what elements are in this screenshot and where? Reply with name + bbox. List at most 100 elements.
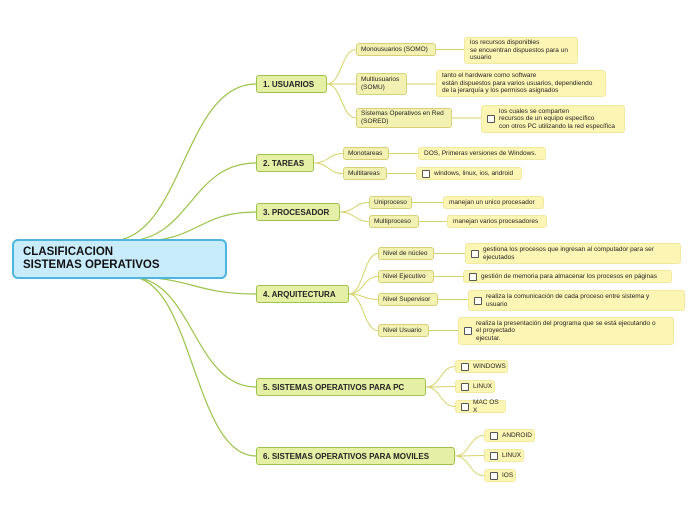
note-nivel-ejecutivo[interactable]: gestión de memoria para almacenar los pr… — [463, 270, 672, 283]
task-checkbox-icon[interactable] — [461, 402, 469, 411]
node-uniproceso[interactable]: Uniproceso — [369, 196, 412, 209]
task-checkbox-icon[interactable] — [461, 362, 469, 371]
node-multitareas[interactable]: Multitareas — [343, 167, 387, 180]
node-multiusuarios-somu[interactable]: Multiusuarios (SOMU) — [356, 73, 407, 95]
note-monotareas-label: DOS, Primeras versiones de Windows. — [424, 149, 537, 157]
child-link-2-2 — [313, 162, 344, 174]
branch-3-procesador[interactable]: 3. PROCESADOR — [256, 203, 340, 221]
node-nivel-usuario-label: Nivel Usuario — [383, 326, 422, 334]
node-linux[interactable]: LINUX — [484, 449, 524, 462]
note-sistemas-operativos-en-red-sored[interactable]: los cuales se comparten recursos de un e… — [481, 105, 625, 133]
note-nivel-usuario[interactable]: realiza la presentación del programa que… — [458, 317, 674, 345]
child-link-4-1 — [348, 253, 379, 295]
node-android[interactable]: ANDROID — [484, 429, 535, 442]
node-nivel-supervisor[interactable]: Nivel Supervisor — [378, 293, 438, 306]
branch-4-arquitectura[interactable]: 4. ARQUITECTURA — [256, 285, 349, 303]
note-monousuarios-somo[interactable]: los recursos disponibles se encuentran d… — [464, 37, 578, 64]
node-nivel-usuario[interactable]: Nivel Usuario — [378, 324, 429, 337]
node-nivel-ejecutivo[interactable]: Nivel Ejecutivo — [378, 270, 434, 283]
task-checkbox-icon[interactable] — [490, 451, 498, 460]
note-multiusuarios-somu[interactable]: tanto el hardware como software están di… — [436, 70, 606, 97]
note-nivel-usuario-label: realiza la presentación del programa que… — [476, 319, 656, 342]
task-checkbox-icon[interactable] — [469, 272, 477, 281]
node-ios[interactable]: IOS — [484, 469, 516, 482]
branch-link-3 — [140, 211, 257, 242]
node-multiusuarios-somu-label: Multiusuarios (SOMU) — [361, 76, 400, 91]
note-uniproceso-label: manejan un unico procesador — [449, 198, 535, 206]
task-checkbox-icon[interactable] — [464, 327, 472, 335]
node-windows[interactable]: WINDOWS — [455, 360, 508, 373]
branch-4-arquitectura-label: 4. ARQUITECTURA — [263, 289, 336, 299]
node-linux-label: LINUX — [473, 382, 493, 390]
node-nivel-de-nucleo-label: Nivel de núcleo — [383, 249, 428, 257]
branch-link-5 — [130, 276, 257, 388]
branch-link-6 — [130, 276, 257, 457]
node-monousuarios-somo[interactable]: Monousuarios (SOMO) — [356, 43, 436, 56]
node-nivel-supervisor-label: Nivel Supervisor — [383, 295, 431, 303]
child-link-5-2 — [425, 386, 456, 388]
node-multiproceso-label: Multiproceso — [374, 217, 411, 225]
note-nivel-de-nucleo-label: gestiona los procesos que ingresan al co… — [483, 246, 654, 261]
branch-link-4 — [130, 276, 257, 295]
node-monotareas-label: Monotareas — [348, 149, 383, 157]
node-monousuarios-somo-label: Monousuarios (SOMO) — [361, 45, 428, 53]
node-ios-label: IOS — [502, 471, 514, 479]
branch-6-sistemas-operativos-para-movil[interactable]: 6. SISTEMAS OPERATIVOS PARA MOVILES — [256, 447, 455, 465]
note-nivel-de-nucleo[interactable]: gestiona los procesos que ingresan al co… — [465, 243, 681, 264]
child-link-1-3 — [326, 83, 357, 119]
child-link-2-1 — [313, 153, 344, 164]
task-checkbox-icon[interactable] — [474, 296, 482, 305]
child-link-5-3 — [425, 386, 456, 407]
task-checkbox-icon[interactable] — [487, 115, 495, 123]
note-nivel-supervisor[interactable]: realiza la comunicación de cada proceso … — [468, 290, 685, 311]
node-uniproceso-label: Uniproceso — [374, 198, 407, 206]
root-topic[interactable]: CLASIFICACION SISTEMAS OPERATIVOS — [12, 239, 227, 279]
node-multiproceso[interactable]: Multiproceso — [369, 215, 419, 228]
node-sistemas-operativos-en-red-sored-label: Sistemas Operativos en Red (SORED) — [361, 110, 444, 125]
node-android-label: ANDROID — [502, 431, 532, 439]
node-linux[interactable]: LINUX — [455, 380, 495, 393]
branch-5-sistemas-operativos-para-pc[interactable]: 5. SISTEMAS OPERATIVOS PARA PC — [256, 378, 426, 396]
note-multitareas[interactable]: windows, linux, ios, android — [416, 167, 522, 180]
task-checkbox-icon[interactable] — [490, 431, 498, 440]
node-linux-label: LINUX — [502, 451, 522, 459]
node-mac-os-x-label: MAC OS X — [473, 399, 499, 414]
child-link-6-2 — [454, 455, 485, 457]
branch-2-tareas-label: 2. TAREAS — [263, 158, 305, 168]
node-mac-os-x[interactable]: MAC OS X — [455, 399, 506, 414]
note-multitareas-label: windows, linux, ios, android — [434, 169, 514, 177]
root-topic-label: CLASIFICACION SISTEMAS OPERATIVOS — [23, 246, 160, 271]
child-link-4-4 — [348, 293, 379, 331]
note-multiusuarios-somu-label: tanto el hardware como software están di… — [442, 72, 593, 95]
task-checkbox-icon[interactable] — [471, 249, 479, 258]
node-windows-label: WINDOWS — [473, 362, 506, 370]
child-link-5-1 — [425, 366, 456, 388]
child-link-6-1 — [454, 435, 485, 457]
task-checkbox-icon[interactable] — [490, 471, 498, 480]
node-nivel-ejecutivo-label: Nivel Ejecutivo — [383, 272, 426, 280]
note-uniproceso[interactable]: manejan un unico procesador — [443, 196, 544, 209]
child-link-3-1 — [339, 202, 370, 213]
node-nivel-de-nucleo[interactable]: Nivel de núcleo — [378, 247, 434, 260]
note-multiproceso[interactable]: manejan varios procesadores — [447, 215, 547, 228]
branch-6-sistemas-operativos-para-movil-label: 6. SISTEMAS OPERATIVOS PARA MOVILES — [263, 451, 430, 461]
note-monousuarios-somo-label: los recursos disponibles se encuentran d… — [470, 39, 568, 62]
child-link-4-2 — [348, 276, 379, 295]
branch-2-tareas[interactable]: 2. TAREAS — [256, 154, 314, 172]
child-link-1-1 — [326, 49, 357, 85]
branch-1-usuarios[interactable]: 1. USUARIOS — [256, 75, 327, 93]
task-checkbox-icon[interactable] — [461, 382, 469, 391]
branch-5-sistemas-operativos-para-pc-label: 5. SISTEMAS OPERATIVOS PARA PC — [263, 382, 405, 392]
note-monotareas[interactable]: DOS, Primeras versiones de Windows. — [418, 147, 546, 160]
task-checkbox-icon[interactable] — [422, 169, 430, 178]
branch-1-usuarios-label: 1. USUARIOS — [263, 79, 315, 89]
node-monotareas[interactable]: Monotareas — [343, 147, 389, 160]
child-link-3-2 — [339, 211, 370, 222]
note-multiproceso-label: manejan varios procesadores — [453, 217, 539, 225]
branch-link-1 — [110, 83, 257, 242]
branch-3-procesador-label: 3. PROCESADOR — [263, 207, 330, 217]
branch-link-2 — [125, 162, 257, 242]
note-nivel-supervisor-label: realiza la comunicación de cada proceso … — [486, 293, 650, 308]
node-sistemas-operativos-en-red-sored[interactable]: Sistemas Operativos en Red (SORED) — [356, 108, 452, 128]
